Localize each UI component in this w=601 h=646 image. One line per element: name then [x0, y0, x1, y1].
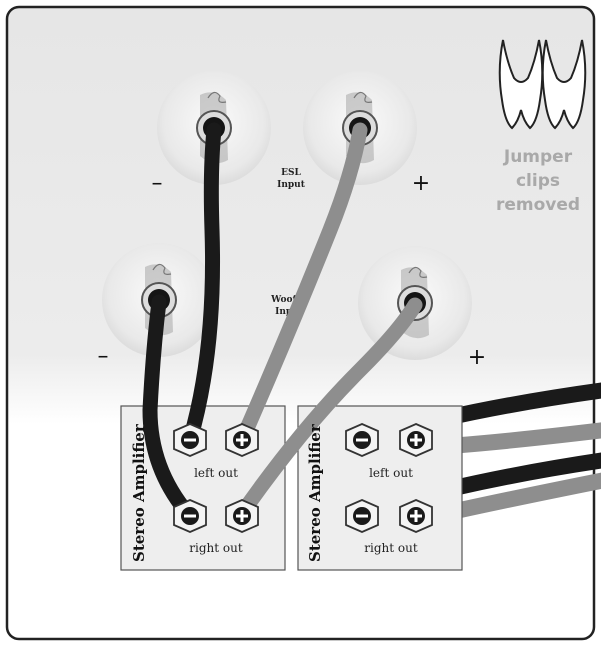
- esl-plus-sign: +: [412, 171, 430, 196]
- amp2-left-plus-terminal: [399, 423, 433, 457]
- amp2-left-out-label: left out: [369, 466, 413, 480]
- amp1-name: Stereo Amplifier: [130, 423, 148, 562]
- woofer-minus-sign: –: [98, 344, 109, 369]
- amp1-wires: [142, 122, 423, 524]
- amplifier-2: [297, 405, 463, 571]
- jumper-note-line1: Jumper: [503, 147, 573, 167]
- esl-input-label: ESL: [281, 168, 301, 178]
- amp1-right-out-label: right out: [189, 541, 243, 555]
- esl-input-label-2: Input: [277, 180, 306, 190]
- amp2-right-out-label: right out: [364, 541, 418, 555]
- amp1-left-out-label: left out: [194, 466, 238, 480]
- amp2-right-minus-terminal: [345, 499, 379, 533]
- amp1-left-plus-terminal: [225, 423, 259, 457]
- jumper-note-line3: removed: [496, 195, 580, 215]
- amp2-right-plus-terminal: [399, 499, 433, 533]
- woofer-input-label: Woofer: [270, 295, 307, 305]
- amp1-right-minus-terminal: [173, 499, 207, 533]
- amp1-left-minus-terminal: [173, 423, 207, 457]
- jumper-clip-icon: [498, 39, 587, 130]
- woofer-plus-sign: +: [468, 345, 486, 370]
- amp2-name: Stereo Amplifier: [306, 423, 324, 562]
- amp2-left-minus-terminal: [345, 423, 379, 457]
- amp1-right-plus-terminal: [225, 499, 259, 533]
- jumper-note-line2: clips: [516, 171, 560, 191]
- esl-minus-sign: –: [152, 171, 163, 196]
